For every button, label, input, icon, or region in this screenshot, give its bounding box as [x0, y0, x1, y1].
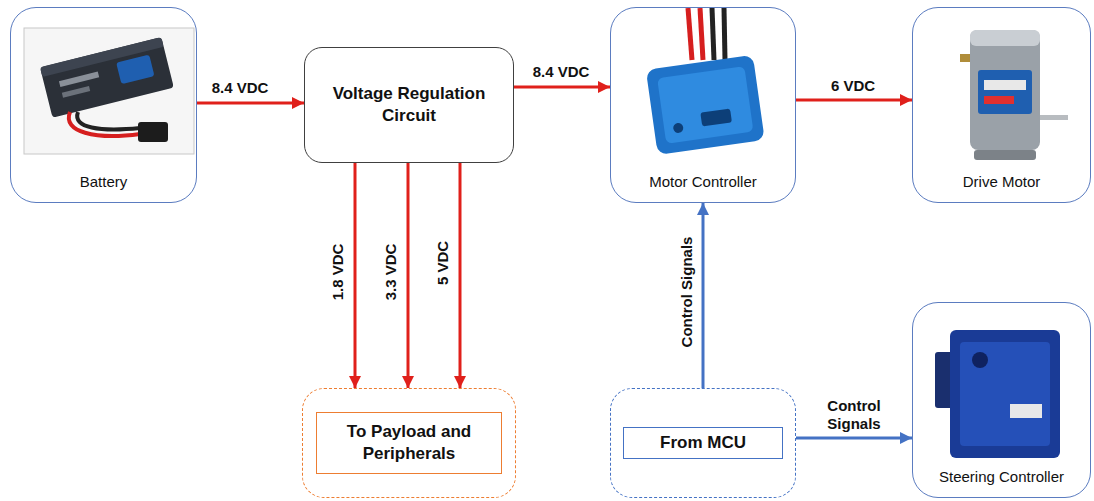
inner-frame: To Payload and Peripherals [316, 412, 502, 474]
node-label: Battery [15, 173, 192, 190]
motor-box: Drive Motor [912, 7, 1091, 203]
edge-label: 6 VDC [829, 77, 877, 95]
edge-label: 8.4 VDC [210, 79, 271, 97]
battery-picture [24, 28, 194, 154]
motor-picture [960, 30, 1068, 160]
battery-box: Battery [10, 7, 197, 203]
power-arrow [796, 99, 912, 102]
process-box: Voltage Regulation Circuit [304, 47, 514, 163]
power-arrow [459, 163, 462, 388]
node-label: Drive Motor [917, 173, 1086, 190]
controller-box: Motor Controller [610, 7, 796, 203]
node-label: Steering Controller [917, 468, 1086, 485]
signal-arrow [702, 203, 705, 388]
power-arrow [514, 86, 610, 89]
power-arrow [407, 163, 410, 388]
edge-label: Control Signals [816, 397, 892, 433]
node-label: Motor Controller [615, 173, 791, 190]
power-arrow [354, 163, 357, 388]
node-label: Voltage Regulation Circuit [305, 77, 513, 133]
edge-label: 3.3 VDC [382, 242, 400, 303]
esc-picture [646, 8, 765, 155]
servo-box: Steering Controller [912, 302, 1091, 498]
power-arrow [197, 102, 304, 105]
mcu-group: From MCU [610, 388, 796, 498]
node-label: From MCU [660, 432, 746, 454]
node-label: To Payload and Peripherals [327, 421, 491, 465]
edge-label: 8.4 VDC [531, 63, 592, 81]
inner-frame: From MCU [623, 427, 783, 459]
edge-label: 5 VDC [434, 239, 452, 287]
edge-label: Control Signals [678, 235, 696, 350]
payload-group: To Payload and Peripherals [302, 388, 516, 498]
servo-picture [935, 330, 1060, 458]
edge-label: 1.8 VDC [329, 242, 347, 303]
signal-arrow [796, 437, 912, 440]
